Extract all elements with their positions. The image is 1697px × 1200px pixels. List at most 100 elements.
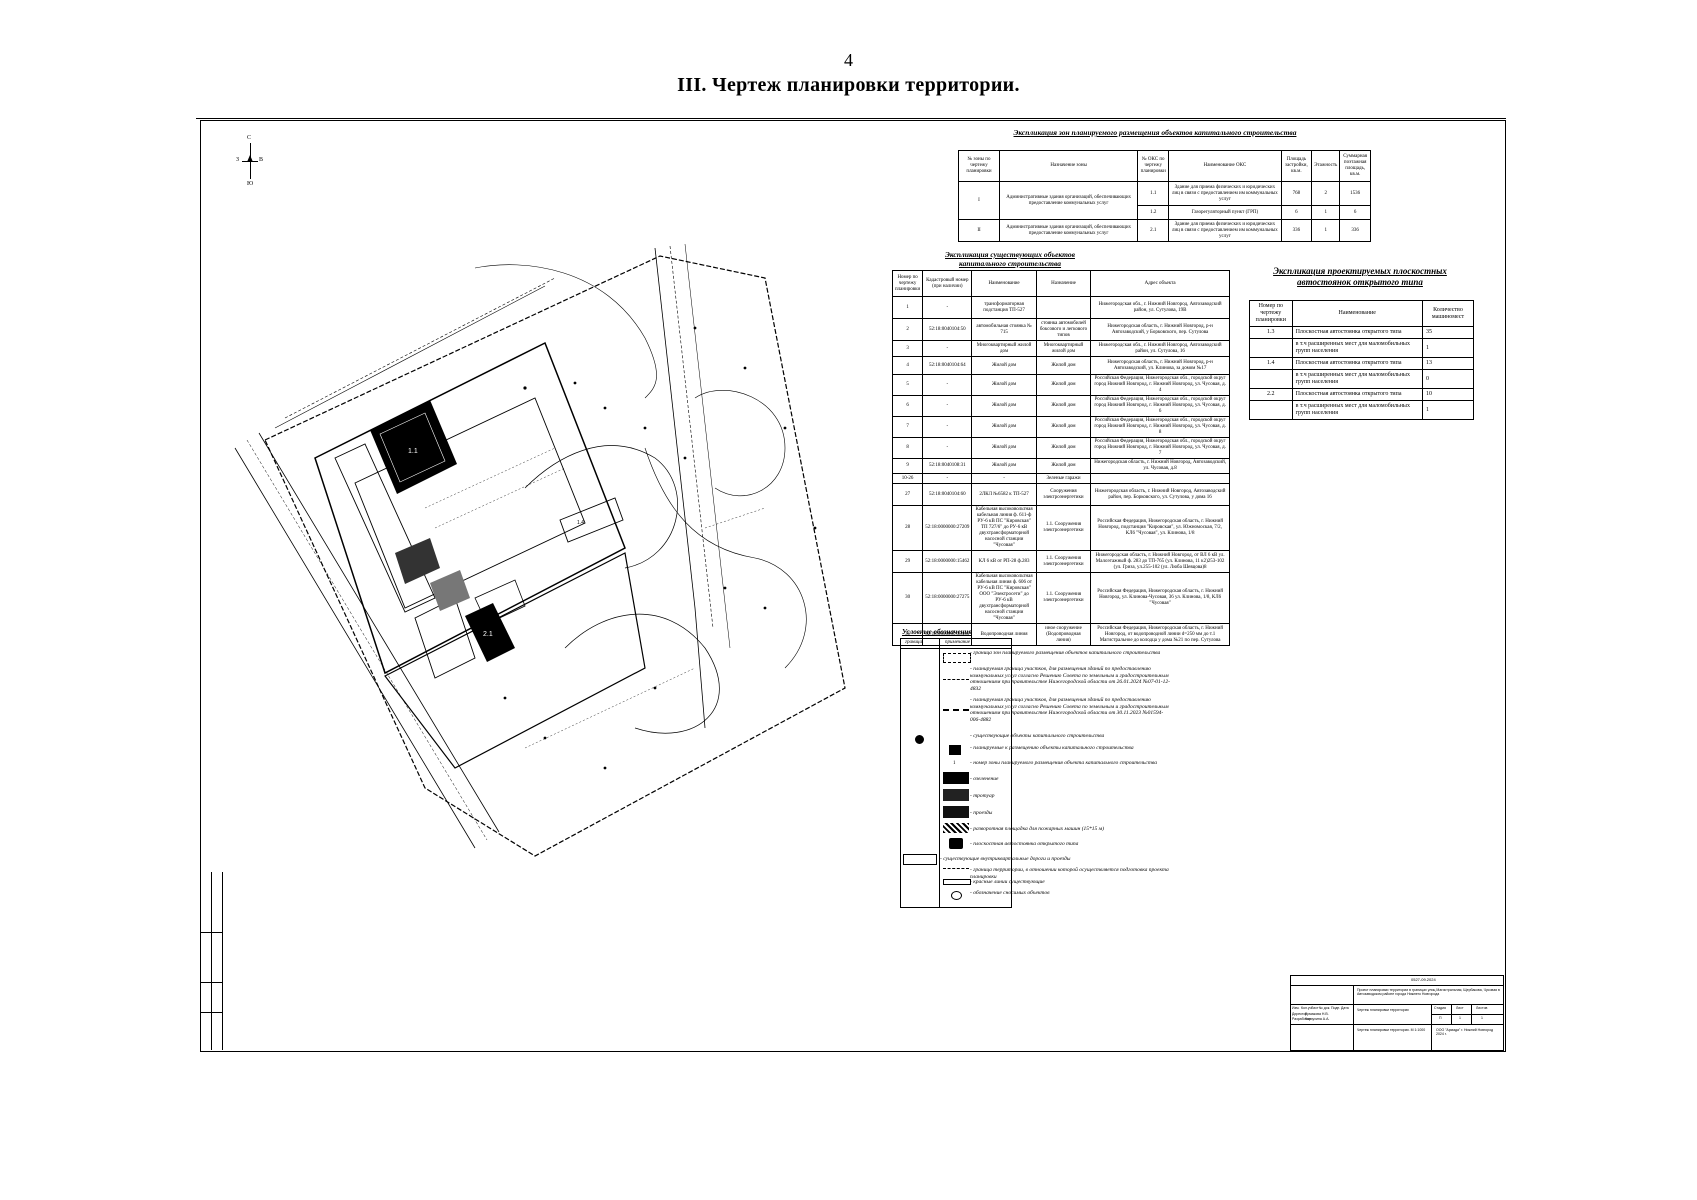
parking-label: 1.4 — [577, 520, 584, 526]
existing-cell: Жилой дом — [971, 416, 1037, 438]
existing-cell: - — [922, 296, 973, 319]
existing-cell: 29 — [891, 550, 924, 573]
legend-symbol-greenery — [943, 772, 969, 784]
existing-cell: 1.1. Сооружения электроэнергетики — [1035, 505, 1092, 551]
zone-1-boundary — [314, 341, 626, 675]
existing-header: Адрес объекта — [1090, 270, 1230, 297]
existing-cell: 28 — [891, 505, 924, 551]
parking-cell: 35 — [1421, 326, 1475, 339]
stamp-role-1: Изм. — [1292, 1006, 1300, 1010]
parking-cell: 1.3 — [1249, 326, 1293, 339]
parking-cell: в т.ч расширенных мест для маломобильных… — [1291, 400, 1423, 420]
existing-cell: 52:18:0040104:64 — [922, 356, 973, 375]
parking-cell: Плоскостная автостоянка открытого типа — [1291, 357, 1423, 370]
legend-symbol-zone-number: 1 — [953, 761, 956, 766]
binding-strip — [200, 872, 223, 1050]
zones-cell: 336 — [1280, 219, 1313, 242]
zones-header: Суммарная поэтажная площадь, кв.м. — [1339, 150, 1371, 182]
zones-cell: 1.2 — [1137, 205, 1170, 220]
zones-header: № ОКС по чертежу планировки — [1137, 150, 1170, 182]
zones-table: № зоны по чертежу планировки Назначение … — [957, 150, 1371, 242]
existing-cell: КЛ 6 кВ от РП-28 ф.283 — [971, 550, 1037, 573]
stamp-scale: Чертеж планировки территории. М 1:1000 — [1357, 1028, 1426, 1032]
stamp-org: ООО "Армада" г. Нижний Новгород 2024 г. — [1436, 1028, 1493, 1036]
zones-cell: 6 — [1339, 205, 1371, 220]
existing-cell: Сооружения электроэнергетики — [1035, 483, 1092, 506]
existing-cell: Российская Федерация, Нижегородская обла… — [1090, 572, 1230, 624]
legend-symbol-driveway — [943, 806, 969, 818]
zones-cell: II — [957, 219, 1001, 242]
legend-col1: граница — [905, 640, 922, 645]
zones-cell: 1.1 — [1137, 181, 1170, 206]
parking-1-4 — [559, 497, 624, 543]
south-label: Ю — [247, 181, 254, 187]
parking-table-caption-2: автостоянок открытого типа — [1297, 277, 1423, 287]
stamp-code: 0527-09.2024 — [1411, 977, 1436, 982]
legend-text-4: - существующие объекты капитального стро… — [970, 733, 1105, 739]
parking-cell: Плоскостная автостоянка открытого типа — [1291, 388, 1423, 401]
existing-cell: Российская Федерация, Нижегородская обл.… — [1090, 374, 1230, 396]
existing-cell: 52:18:0040104:60 — [922, 483, 973, 506]
existing-cell: Многоквартирный жилой дом — [971, 340, 1037, 357]
existing-header: Номер по чертежу планировки — [891, 270, 924, 297]
existing-cell: автомобильная стоянка № 715 — [971, 318, 1037, 341]
parking-cell: 1 — [1421, 338, 1475, 358]
legend-text-8: - тротуар — [970, 793, 995, 799]
parking-cell: 13 — [1421, 357, 1475, 370]
stamp-role-3: Лист — [1311, 1006, 1319, 1010]
zones-header: Наименование ОКС — [1168, 150, 1282, 182]
zones-cell: 1536 — [1339, 181, 1371, 206]
existing-cell: Жилой дом — [971, 395, 1037, 417]
legend-symbol-plot-line-2 — [943, 709, 969, 711]
stamp-signer-2-name: Корзухина А.А. — [1305, 1017, 1330, 1021]
existing-cell: 1 — [891, 296, 924, 319]
legend-text-5: - планируемые к размещению объекты капит… — [970, 745, 1134, 751]
parking-cell: в т.ч расширенных мест для маломобильных… — [1291, 369, 1423, 389]
zones-cell: 768 — [1280, 181, 1313, 206]
existing-header: Назначение — [1035, 270, 1092, 297]
existing-cell: 31 — [891, 623, 924, 646]
existing-header: Наименование — [971, 270, 1037, 297]
existing-cell: Российская Федерация, Нижегородская обл.… — [1090, 437, 1230, 459]
existing-cell: Жилой дом — [971, 458, 1037, 474]
stamp-signer-1-name: Ермакова Н.В. — [1305, 1012, 1329, 1016]
sidewalk-hatch — [395, 538, 440, 584]
existing-cell: Жилой дом — [1035, 374, 1092, 396]
existing-cell: - — [922, 340, 973, 357]
existing-cell: - — [922, 416, 973, 438]
stamp-stage-label: Стадия — [1434, 1006, 1446, 1010]
existing-cell: Российская Федерация, Нижегородская обл.… — [1090, 395, 1230, 417]
existing-cell: 52:18:0000000:27275 — [922, 572, 973, 624]
existing-cell: 30 — [891, 572, 924, 624]
parking-cell: 0 — [1421, 369, 1475, 389]
legend-symbol-parking — [949, 838, 963, 849]
existing-cell: Нижегородская обл., г. Нижний Новгород, … — [1090, 296, 1230, 319]
parking-cell — [1249, 369, 1293, 389]
stamp-sheet-title: Чертеж планировки территории — [1357, 1008, 1409, 1012]
existing-cell: Водопроводная линия — [971, 623, 1037, 646]
legend-text-2: - планируемая граница участков, для разм… — [970, 666, 1170, 692]
existing-cell: Российская Федерация, Нижегородская обл.… — [1090, 416, 1230, 438]
legend-text-14: - красные линии существующие — [970, 879, 1045, 885]
page-heading: III. Чертеж планировки территории. — [677, 74, 1020, 96]
stamp-role-4: № док. — [1319, 1006, 1331, 1010]
zones-cell: Административные здания организаций, обе… — [999, 219, 1139, 242]
existing-cell: - — [922, 374, 973, 396]
legend-text-1: - граница зон планируемого размещения об… — [970, 650, 1161, 656]
planned-building-1-1 — [370, 400, 457, 494]
existing-cell: Жилой дом — [1035, 416, 1092, 438]
existing-cell — [1090, 473, 1230, 484]
existing-cell: - — [922, 395, 973, 417]
existing-cell — [1035, 296, 1092, 319]
existing-cell: - — [922, 473, 973, 484]
existing-cell: Жилой дом — [971, 356, 1037, 375]
parking-cell: 10 — [1421, 388, 1475, 401]
existing-cell: Жилой дом — [971, 437, 1037, 459]
stamp-project: Проект планировки территории в границах … — [1357, 988, 1500, 996]
legend-text-3: - планируемая граница участков, для разм… — [970, 697, 1169, 723]
zones-header: № зоны по чертежу планировки — [957, 150, 1001, 182]
zones-header: Назначение зоны — [999, 150, 1139, 182]
existing-header: Кадастровый номер (при наличии) — [922, 270, 973, 297]
existing-cell: Жилой дом — [971, 374, 1037, 396]
existing-cell: Кабельная высоковольтная кабельная линия… — [971, 505, 1037, 551]
